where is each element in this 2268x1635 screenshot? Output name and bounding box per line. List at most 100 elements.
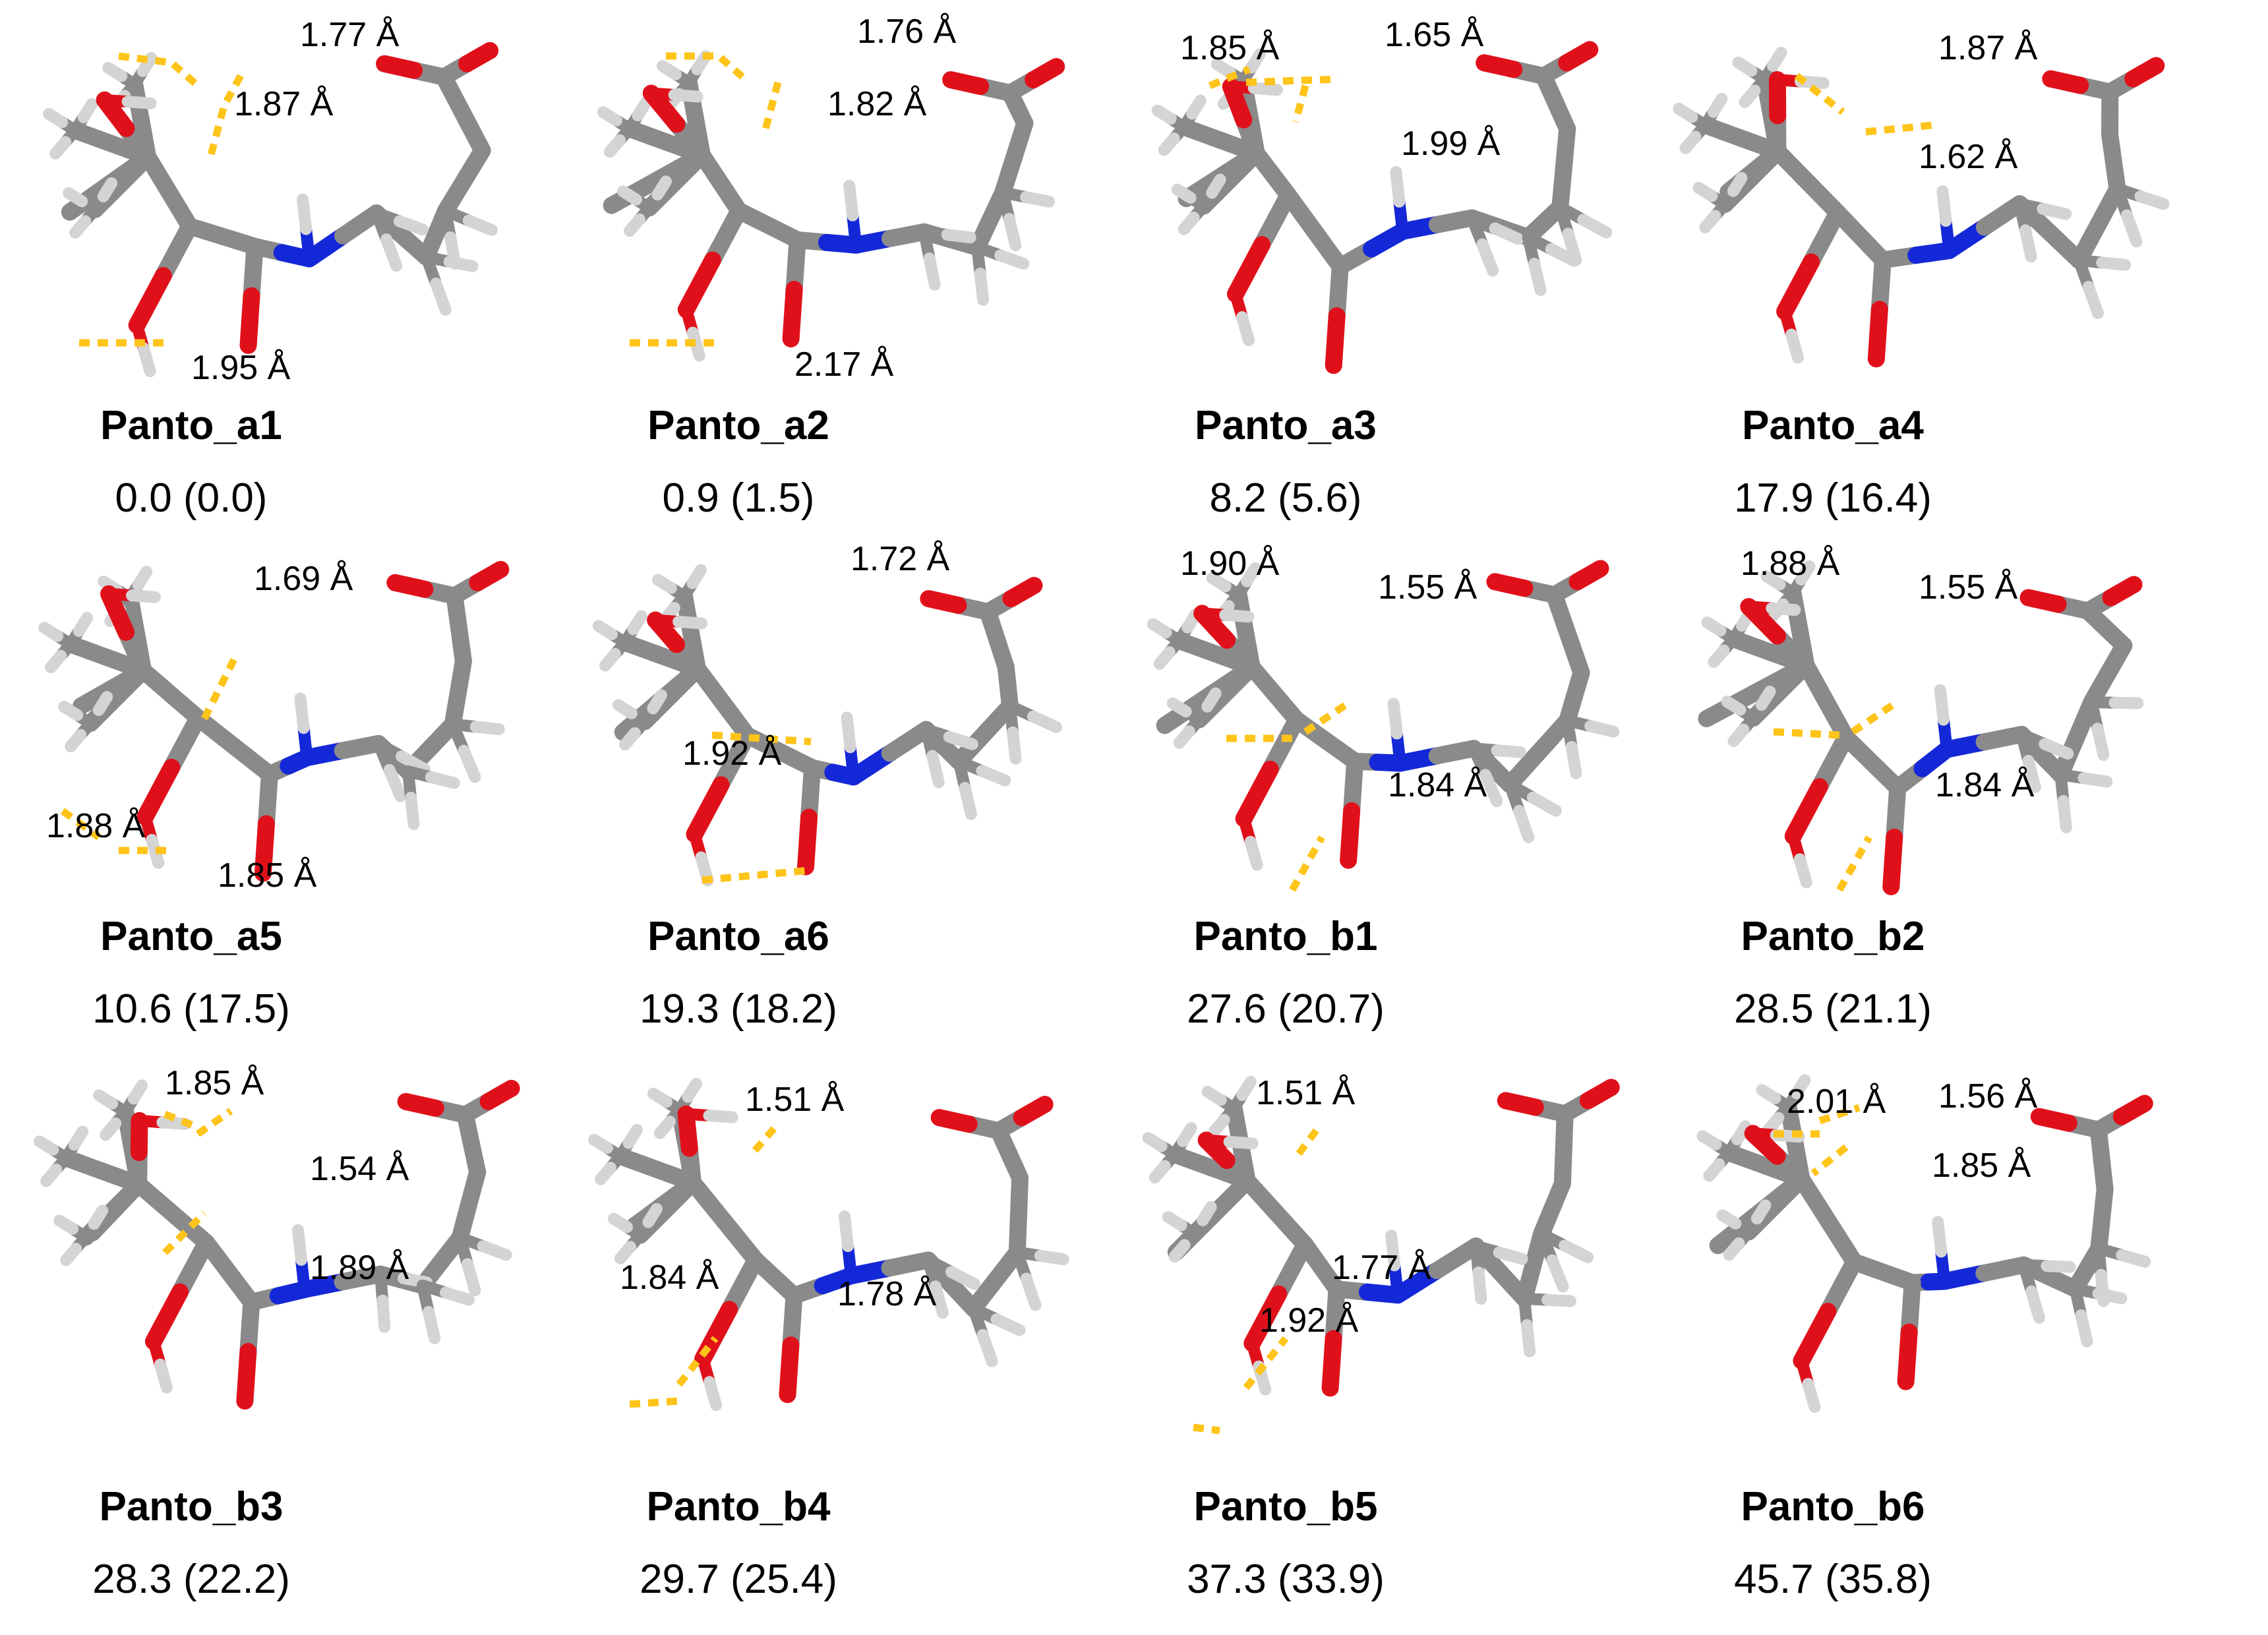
hydrogen-bond-stick [1721,696,1746,716]
methyl-bond [57,1149,111,1180]
hydrogen-bond-stick [77,98,98,123]
hydrogen-bond-stick [1723,1237,1745,1261]
hydrogen-bond-stick [1206,173,1226,199]
molecule-structure: 1.76 Å1.82 Å2.17 Å [597,13,1065,384]
hydrogen-bond-stick [651,574,677,594]
hydrogen-bond-dash [629,1397,680,1408]
hydrogen-bond-stick [462,214,498,236]
hydrogen-bond-stick [1790,1074,1811,1100]
hydrogen-bond-stick [1762,1112,1785,1136]
relative-energy: 0.9 (1.5) [662,475,815,521]
relative-energy: 0.0 (0.0) [115,475,268,521]
hydrogen-bond-stick [612,699,638,719]
oh-hydrogen [121,96,157,109]
hydrogen-bond-dash [1303,702,1348,735]
hydrogen-bond-stick [1472,1266,1487,1305]
molecule-model [38,560,510,882]
carbonyl-bond [782,280,803,347]
nh-hydrogen [1387,698,1403,740]
distance-label: 1.87 Å [1938,29,2038,67]
carboxylate-bond [1497,1092,1544,1116]
hydroxyl-bond [136,758,181,825]
carbonyl-bond [779,1336,800,1404]
hydrogen-bond-stick [1245,48,1266,74]
carboxylate-bond [2124,57,2165,88]
hydrogen-bond-stick [1727,723,1750,748]
conformer-name: Panto_b4 [646,1484,831,1530]
hydrogen-bond-stick [439,1286,475,1306]
hydrogen-bond-dash [1850,702,1895,735]
distance-label: 1.84 Å [1935,766,2035,804]
hydrogen-bond-stick [1739,84,1761,108]
hydrogen-bond-dash [1865,121,1932,136]
hydrogen-bond-stick [599,647,621,672]
hydrogen-bond-stick [2134,190,2170,210]
hydrogen-bond-stick [2022,754,2041,793]
carbonyl-bond [239,287,260,354]
hydrogen-bond-stick [1559,1239,1594,1264]
hydrogen-bond-stick [1201,1086,1227,1106]
nh-hydrogen [1385,1230,1401,1272]
relative-energy: 28.5 (21.1) [1734,986,1932,1032]
relative-energy: 45.7 (35.8) [1734,1557,1932,1602]
hydrogen-bond-stick [943,730,978,750]
nh-hydrogen [1390,165,1406,208]
carbonyl-bond [797,808,818,876]
nh-hydrogen [1934,684,1950,726]
relative-energy: 29.7 (25.4) [640,1557,837,1602]
hydrogen-bond-stick [1766,46,1787,72]
nh-hydrogen [841,711,856,754]
carboxylate-bond [1002,577,1043,608]
carbonyl-bond [1867,301,1888,368]
hydrogen-bond-stick [1541,1293,1577,1307]
hydrogen-bond-stick [1142,1132,1168,1152]
hydrogen-bond-stick [1696,1130,1722,1150]
oh-hydrogen [1247,82,1283,96]
oh-hydrogen [672,616,708,630]
hydrogen-bond-stick [1673,102,1698,123]
methyl-bond [1170,632,1224,663]
hydrogen-bond-stick [1699,210,1721,233]
hydrogen-bond-stick [92,691,113,717]
conformer-name: Panto_b1 [1193,914,1378,959]
hydrogen-bond-stick [380,233,403,272]
hydroxyl-bond [1270,1235,1314,1303]
hydrogen-bond-stick [1153,646,1176,670]
hydrogen-bond-dash [1245,75,1339,86]
oh-hydrogen [668,88,703,103]
hydrogen-bond-stick [1007,726,1022,765]
oh-hydrogen [1766,602,1801,616]
hydroxyl-bond [1819,1253,1863,1321]
hydrogen-bond-stick [132,566,153,591]
hydrogen-bond-stick [88,1204,109,1230]
oh-hydrogen [703,1376,723,1412]
distance-label: 1.77 Å [1332,1249,1431,1287]
hydrogen-bond-dash [118,52,200,89]
hydrogen-bond-stick [53,1214,79,1235]
hydrogen-bond-stick [477,1240,512,1261]
nh-hydrogen [291,1224,307,1266]
hydroxyl-bond [1235,760,1279,827]
distance-label: 1.95 Å [191,349,291,387]
hydrogen-bond-stick [1562,227,1582,266]
distance-label: 1.85 Å [165,1064,264,1102]
hydroxyl-bond [171,1234,215,1301]
molecule-model [1696,1074,2153,1413]
hydrogen-bond-stick [923,252,941,291]
relative-energy: 28.3 (22.2) [92,1557,290,1602]
carbonyl-bond [1897,1323,1918,1390]
distance-label: 1.72 Å [850,540,950,578]
oh-hydrogen [137,342,156,378]
hydroxyl-bond [100,585,135,641]
hydrogen-bond-stick [1546,1254,1569,1293]
hydrogen-bond-stick [393,215,429,236]
methyl-bond [67,121,121,152]
hydrogen-bond-stick [1020,1272,1042,1311]
hydroxyl-bond [703,202,748,269]
nh-hydrogen [1936,185,1952,227]
hydrogen-bond-stick [603,134,626,158]
